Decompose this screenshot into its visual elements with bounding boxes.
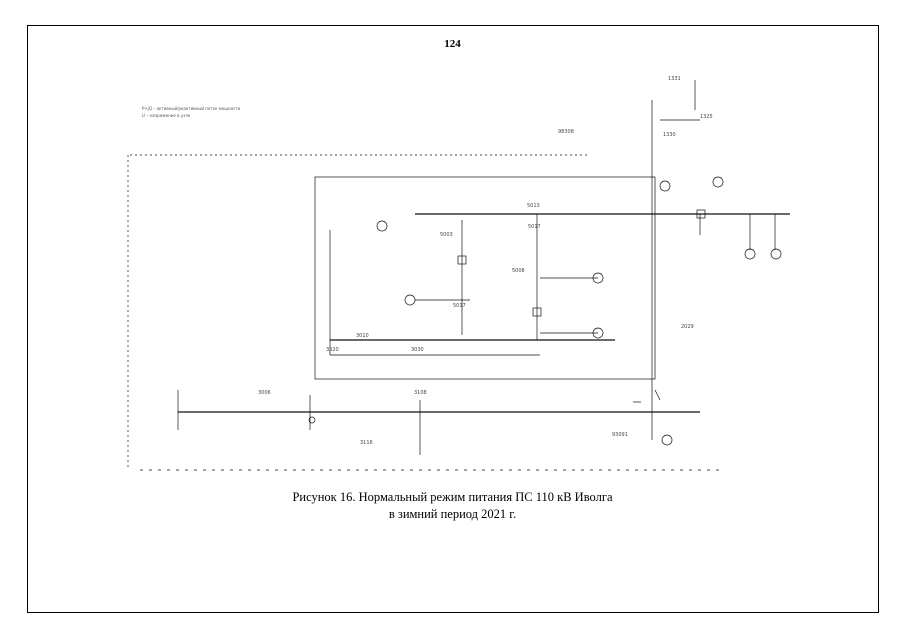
node-label: 1325 (700, 114, 713, 120)
node-label: 3020 (326, 347, 339, 353)
caption-line-1: Рисунок 16. Нормальный режим питания ПС … (292, 490, 613, 504)
node-circle-3 (592, 272, 604, 284)
node-circle-7 (744, 248, 756, 260)
node-label: 3010 (356, 333, 369, 339)
node-label: 5017 (528, 224, 541, 230)
flow-arrow-2 (654, 389, 661, 401)
node-label: 3030 (411, 347, 424, 353)
node-label: 3006 (258, 390, 271, 396)
node-circle-10 (308, 416, 316, 424)
node-circle-5 (659, 180, 671, 192)
node-circle-4 (592, 327, 604, 339)
node-label: 1330 (663, 132, 676, 138)
figure-caption: Рисунок 16. Нормальный режим питания ПС … (0, 489, 905, 523)
switch-2 (532, 307, 542, 317)
page-frame (27, 25, 879, 613)
node-label: 5017 (453, 303, 466, 309)
switch-3 (696, 209, 706, 219)
inner-region-frame (314, 176, 656, 380)
node-label: 1331 (668, 76, 681, 82)
node-label: 5008 (512, 268, 525, 274)
page-number: 124 (444, 38, 461, 50)
node-circle-9 (661, 434, 673, 446)
node-labels: 1331 1330 1325 98308 5013 5003 5017 3010… (258, 76, 713, 446)
legend-line-1: P+jQ – активный/реактивный поток мощност… (142, 106, 241, 111)
node-label: 5003 (440, 232, 453, 238)
node-label: 2029 (681, 324, 694, 330)
node-circle-1 (376, 220, 388, 232)
switch-1 (457, 255, 467, 265)
node-label: 3116 (360, 440, 373, 446)
node-circle-2 (404, 294, 416, 306)
node-label: 93091 (612, 432, 628, 438)
node-circle-6 (712, 176, 724, 188)
caption-line-2: в зимний период 2021 г. (388, 507, 517, 521)
legend-line-2: U – напряжение в узле (142, 113, 191, 118)
diagram-legend: P+jQ – активный/реактивный поток мощност… (142, 105, 372, 119)
node-circle-8 (770, 248, 782, 260)
node-label: 98308 (558, 129, 574, 135)
node-label: 3108 (414, 390, 427, 396)
node-label: 5013 (527, 203, 540, 209)
